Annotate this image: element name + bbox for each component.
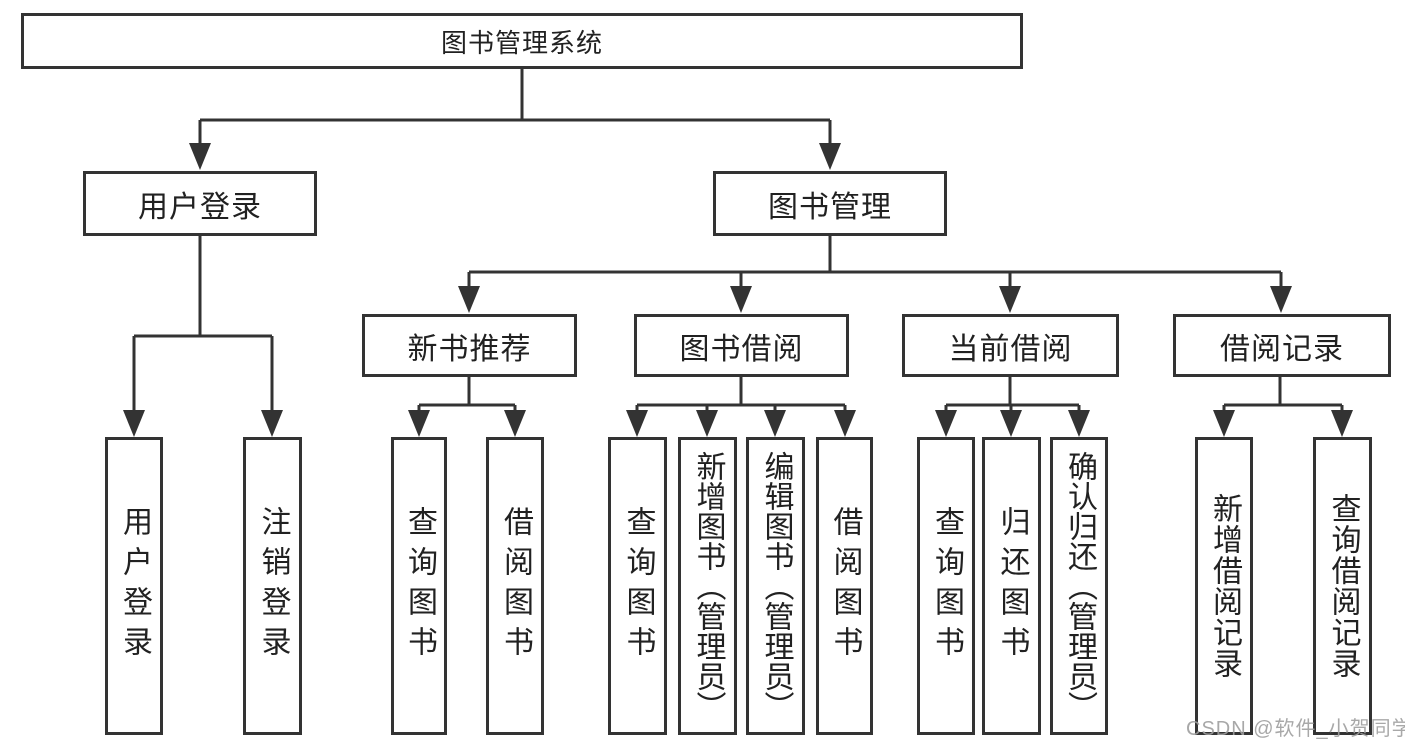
leaf-query-books-current: 查询图书 (917, 437, 975, 735)
arrow-down-icon (935, 410, 957, 437)
leaf-return-books: 归还图书 (982, 437, 1041, 735)
node-label: 新增图书（管理员） (691, 451, 725, 721)
leaf-edit-books-admin: 编辑图书（管理员） (746, 437, 805, 735)
arrow-down-icon (1331, 410, 1353, 437)
node-book-management: 图书管理 (713, 171, 947, 236)
leaf-query-books-recommend: 查询图书 (391, 437, 447, 735)
node-label: 查询借阅记录 (1326, 493, 1360, 679)
node-label: 用户登录 (138, 190, 262, 224)
node-user-login: 用户登录 (83, 171, 317, 236)
node-label: 用户登录 (118, 506, 151, 666)
arrow-down-icon (626, 410, 648, 437)
connector-new-book-to-children (417, 377, 517, 414)
leaf-borrow-books: 借阅图书 (816, 437, 873, 735)
leaf-confirm-return-admin: 确认归还（管理员） (1050, 437, 1108, 735)
arrow-down-icon (458, 286, 480, 313)
arrow-down-icon (123, 410, 145, 437)
node-current-borrowing: 当前借阅 (902, 314, 1119, 377)
leaf-query-books-borrow: 查询图书 (608, 437, 667, 735)
node-label: 借阅图书 (499, 506, 532, 666)
arrow-down-icon (1213, 410, 1235, 437)
leaf-add-borrow-record: 新增借阅记录 (1195, 437, 1253, 735)
leaf-add-books-admin: 新增图书（管理员） (678, 437, 737, 735)
node-label: 图书管理 (768, 190, 892, 224)
arrow-down-icon (834, 410, 856, 437)
arrow-down-icon (819, 143, 841, 170)
node-borrowing-records: 借阅记录 (1173, 314, 1391, 377)
leaf-query-borrow-record: 查询借阅记录 (1313, 437, 1372, 735)
node-label: 借阅图书 (828, 506, 862, 666)
leaf-logout: 注销登录 (243, 437, 302, 735)
connector-book-borrow-to-children (635, 377, 847, 414)
leaf-user-login: 用户登录 (105, 437, 163, 735)
node-new-book-recommendation: 新书推荐 (362, 314, 577, 377)
node-label: 新增借阅记录 (1208, 493, 1241, 679)
node-label: 图书借阅 (679, 332, 804, 366)
arrow-down-icon (764, 410, 786, 437)
node-label: 借阅记录 (1220, 332, 1344, 366)
node-label: 归还图书 (995, 506, 1029, 666)
arrow-down-icon (1270, 286, 1292, 313)
arrow-down-icon (189, 143, 211, 170)
connector-records-to-children (1222, 377, 1344, 414)
connector-current-borrow-to-children (944, 377, 1081, 414)
node-label: 编辑图书（管理员） (759, 451, 793, 721)
arrow-down-icon (1068, 410, 1090, 437)
node-label: 注销登录 (256, 506, 290, 666)
node-label: 当前借阅 (948, 332, 1073, 366)
connector-book-management-to-level3 (467, 236, 1283, 291)
node-label: 查询图书 (403, 506, 436, 666)
arrow-down-icon (999, 286, 1021, 313)
leaf-borrow-books-recommend: 借阅图书 (486, 437, 544, 735)
arrow-down-icon (504, 410, 526, 437)
arrow-down-icon (408, 410, 430, 437)
arrow-down-icon (1000, 410, 1022, 437)
arrow-down-icon (261, 410, 283, 437)
node-label: 查询图书 (930, 506, 963, 666)
node-label: 确认归还（管理员） (1063, 451, 1096, 721)
node-label: 查询图书 (621, 506, 655, 666)
csdn-watermark: CSDN @软件_小贺同学 (1186, 718, 1405, 740)
node-label: 新书推荐 (407, 332, 532, 366)
arrow-down-icon (730, 286, 752, 313)
connector-user-login-to-children (132, 236, 274, 414)
arrow-down-icon (696, 410, 718, 437)
connector-root-to-level2 (198, 69, 832, 146)
node-book-borrowing: 图书借阅 (634, 314, 849, 377)
node-library-management-system: 图书管理系统 (21, 13, 1023, 69)
node-label: 图书管理系统 (440, 27, 603, 58)
